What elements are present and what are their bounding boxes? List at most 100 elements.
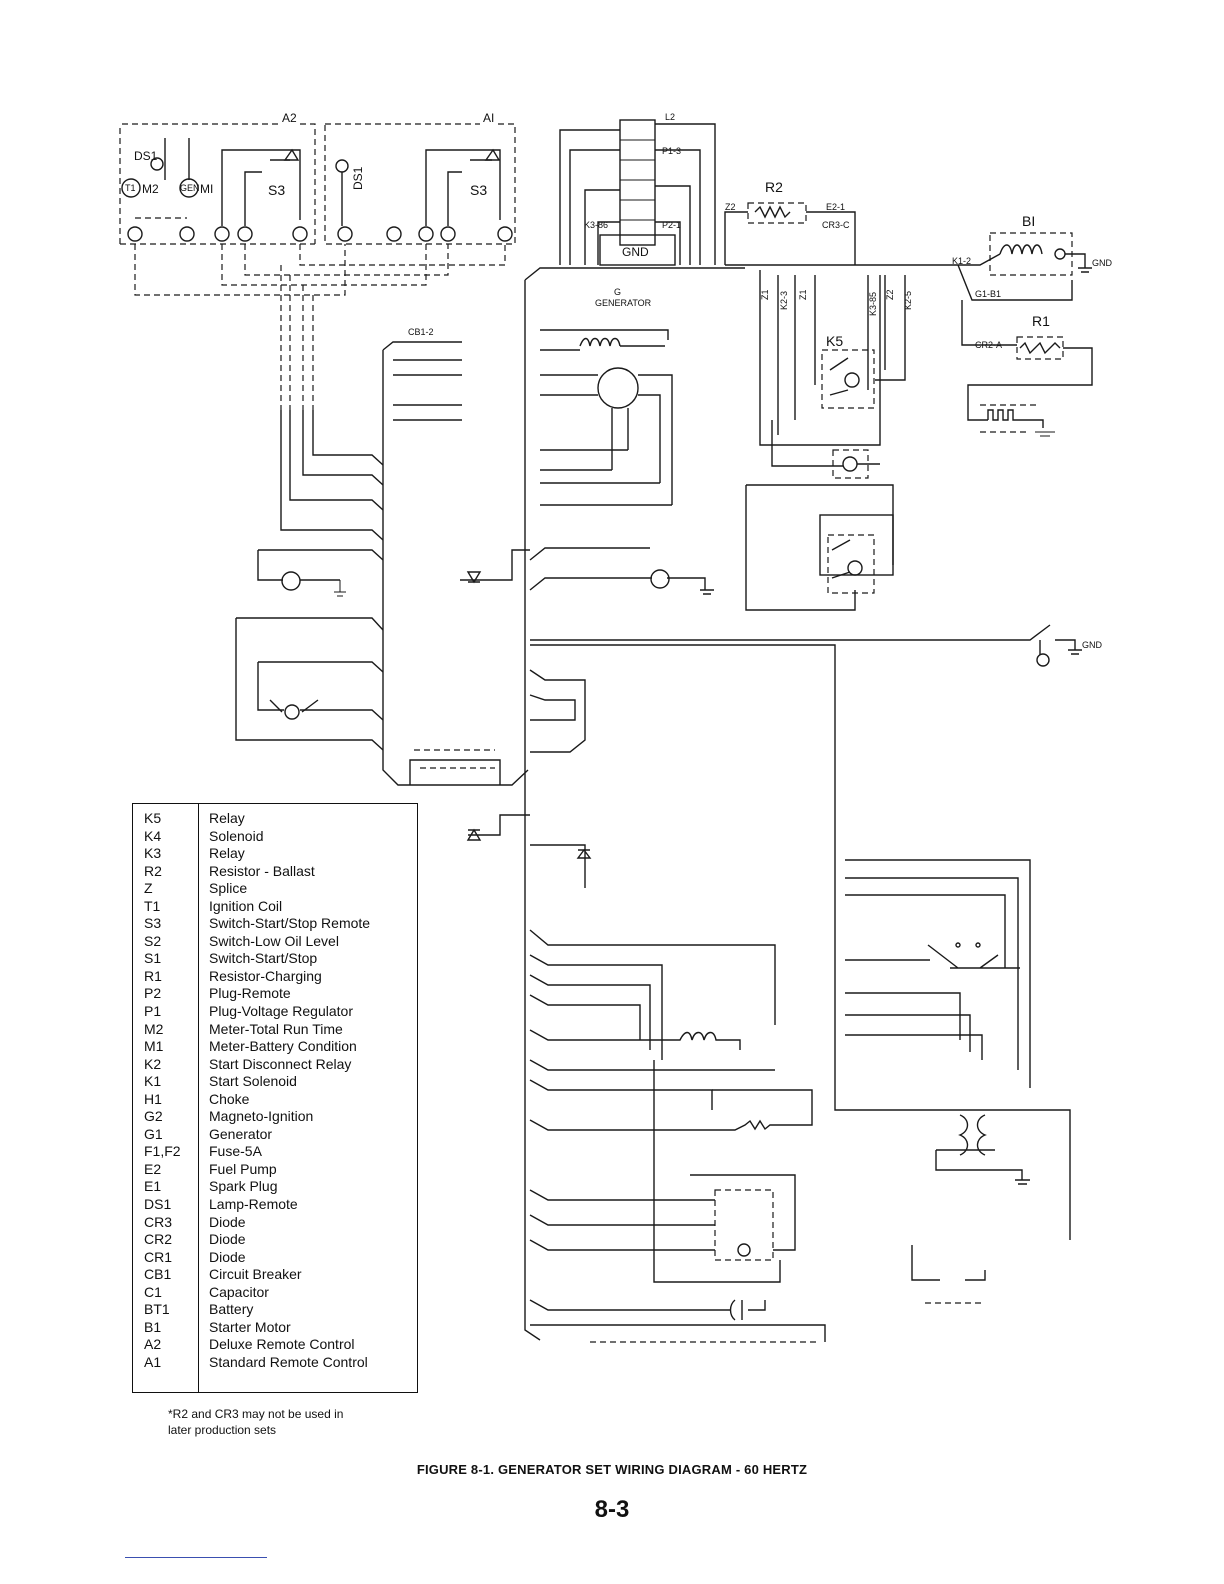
- standard-remote-control-a1: AI DS1 S3: [324, 111, 516, 245]
- legend-description: Start Solenoid: [209, 1073, 297, 1090]
- terminal-block: GND L2 P1-3 P2-1 K3-86: [559, 112, 716, 266]
- legend-description: Circuit Breaker: [209, 1266, 302, 1283]
- resistor-r2: R2 Z2 E2-1 CR3-C: [724, 179, 856, 265]
- legend-row: A1 Standard Remote Control: [133, 1354, 417, 1372]
- z2b-label: Z2: [885, 289, 895, 300]
- page-number: 8-3: [594, 1496, 630, 1523]
- legend-row: A2 Deluxe Remote Control: [133, 1336, 417, 1354]
- legend-code: A2: [144, 1336, 162, 1353]
- legend-description: Standard Remote Control: [209, 1353, 368, 1370]
- legend-code: K4: [144, 827, 162, 844]
- a2-terminal-3: [214, 226, 230, 242]
- footnote-line-1: *R2 and CR3 may not be used in: [168, 1407, 344, 1421]
- k3-86-label: K3-86: [584, 220, 608, 230]
- legend-code: S1: [144, 950, 162, 967]
- gnd-terminal-label: GND: [622, 245, 649, 259]
- legend-code: K1: [144, 1073, 162, 1090]
- p2-1-label: P2-1: [662, 220, 681, 230]
- legend-row: CB1 Circuit Breaker: [133, 1266, 417, 1284]
- a2-terminal-1: [292, 226, 308, 242]
- legend-code: E1: [144, 1178, 162, 1195]
- p1-3-label: P1-3: [662, 146, 681, 156]
- ds1-a1-lamp: [335, 159, 349, 173]
- cr3-c-label: CR3-C: [822, 220, 850, 230]
- b1-label: BI: [1022, 213, 1035, 229]
- legend-description: Diode: [209, 1213, 246, 1230]
- legend-code: M1: [144, 1038, 164, 1055]
- legend-code: T1: [144, 897, 161, 914]
- legend-code: K5: [144, 810, 162, 826]
- z2-label: Z2: [725, 202, 736, 212]
- g1-b1-label: G1-B1: [975, 289, 1001, 299]
- legend-code: P2: [144, 985, 162, 1002]
- lower-center-harness: [529, 929, 826, 1342]
- a1-terminal-5: [386, 226, 402, 242]
- generator-letter: G: [614, 287, 621, 297]
- legend-code: CR3: [144, 1213, 173, 1230]
- legend-description: Switch-Start/Stop: [209, 950, 318, 967]
- legend-description: Splice: [209, 880, 248, 897]
- r1-label: R1: [1032, 313, 1050, 329]
- gen-m1-label: GEN: [180, 183, 200, 193]
- legend-code: BT1: [144, 1301, 170, 1318]
- s3-a2-label: S3: [268, 182, 285, 198]
- a1-label: AI: [483, 111, 494, 125]
- l2-label: L2: [665, 112, 675, 122]
- legend-description: Diode: [209, 1248, 246, 1265]
- z1-label: Z1: [760, 289, 770, 300]
- left-harness: CB1-2: [235, 327, 529, 786]
- legend-row: S1 Switch-Start/Stop: [133, 950, 417, 968]
- legend-description: Battery: [209, 1301, 254, 1318]
- legend-code: R2: [144, 862, 162, 879]
- legend-code: K2: [144, 1055, 162, 1072]
- z1b-label: Z1: [798, 289, 808, 300]
- legend-code: A1: [144, 1353, 162, 1370]
- legend-description: Solenoid: [209, 827, 264, 844]
- ds1-lamp: [150, 157, 164, 171]
- legend-description: Starter Motor: [209, 1318, 291, 1335]
- ds1-label: DS1: [134, 149, 158, 163]
- k5-label: K5: [826, 333, 843, 349]
- generator-label: GENERATOR: [595, 298, 652, 308]
- ds1-vertical-label: DS1: [351, 166, 365, 190]
- legend-code: H1: [144, 1090, 162, 1107]
- legend-row: K1 Start Solenoid: [133, 1073, 417, 1091]
- m2-label: M2: [142, 182, 159, 196]
- k3-85-label: K3-85: [868, 292, 878, 316]
- t1-m2-label: T1: [125, 183, 136, 193]
- footnote-line-2: later production sets: [168, 1423, 277, 1437]
- legend-description: Deluxe Remote Control: [209, 1336, 355, 1353]
- legend-code: R1: [144, 967, 162, 984]
- legend-description: Diode: [209, 1231, 246, 1248]
- legend-divider: [198, 804, 199, 1392]
- k2-5-label: K2-5: [903, 291, 913, 310]
- legend-description: Fuel Pump: [209, 1160, 277, 1177]
- legend-description: Spark Plug: [209, 1178, 278, 1195]
- legend-code: K3: [144, 845, 162, 862]
- generator-armature: [597, 367, 639, 409]
- footnote: *R2 and CR3 may not be used in later pro…: [168, 1406, 428, 1438]
- m1-label: MI: [200, 182, 213, 196]
- relay-k5: K5: [821, 333, 875, 409]
- remote-harness: [134, 244, 506, 410]
- legend-description: Meter-Battery Condition: [209, 1038, 357, 1055]
- legend-description: Switch-Low Oil Level: [209, 932, 339, 949]
- legend-description: Fuse-5A: [209, 1143, 262, 1160]
- bottom-rule: [125, 1557, 267, 1558]
- m2-meter: [121, 178, 141, 198]
- gnd-s1-label: GND: [1082, 640, 1103, 650]
- legend-code: CB1: [144, 1266, 172, 1283]
- s3-a1-label: S3: [470, 182, 487, 198]
- legend-description: Meter-Total Run Time: [209, 1020, 343, 1037]
